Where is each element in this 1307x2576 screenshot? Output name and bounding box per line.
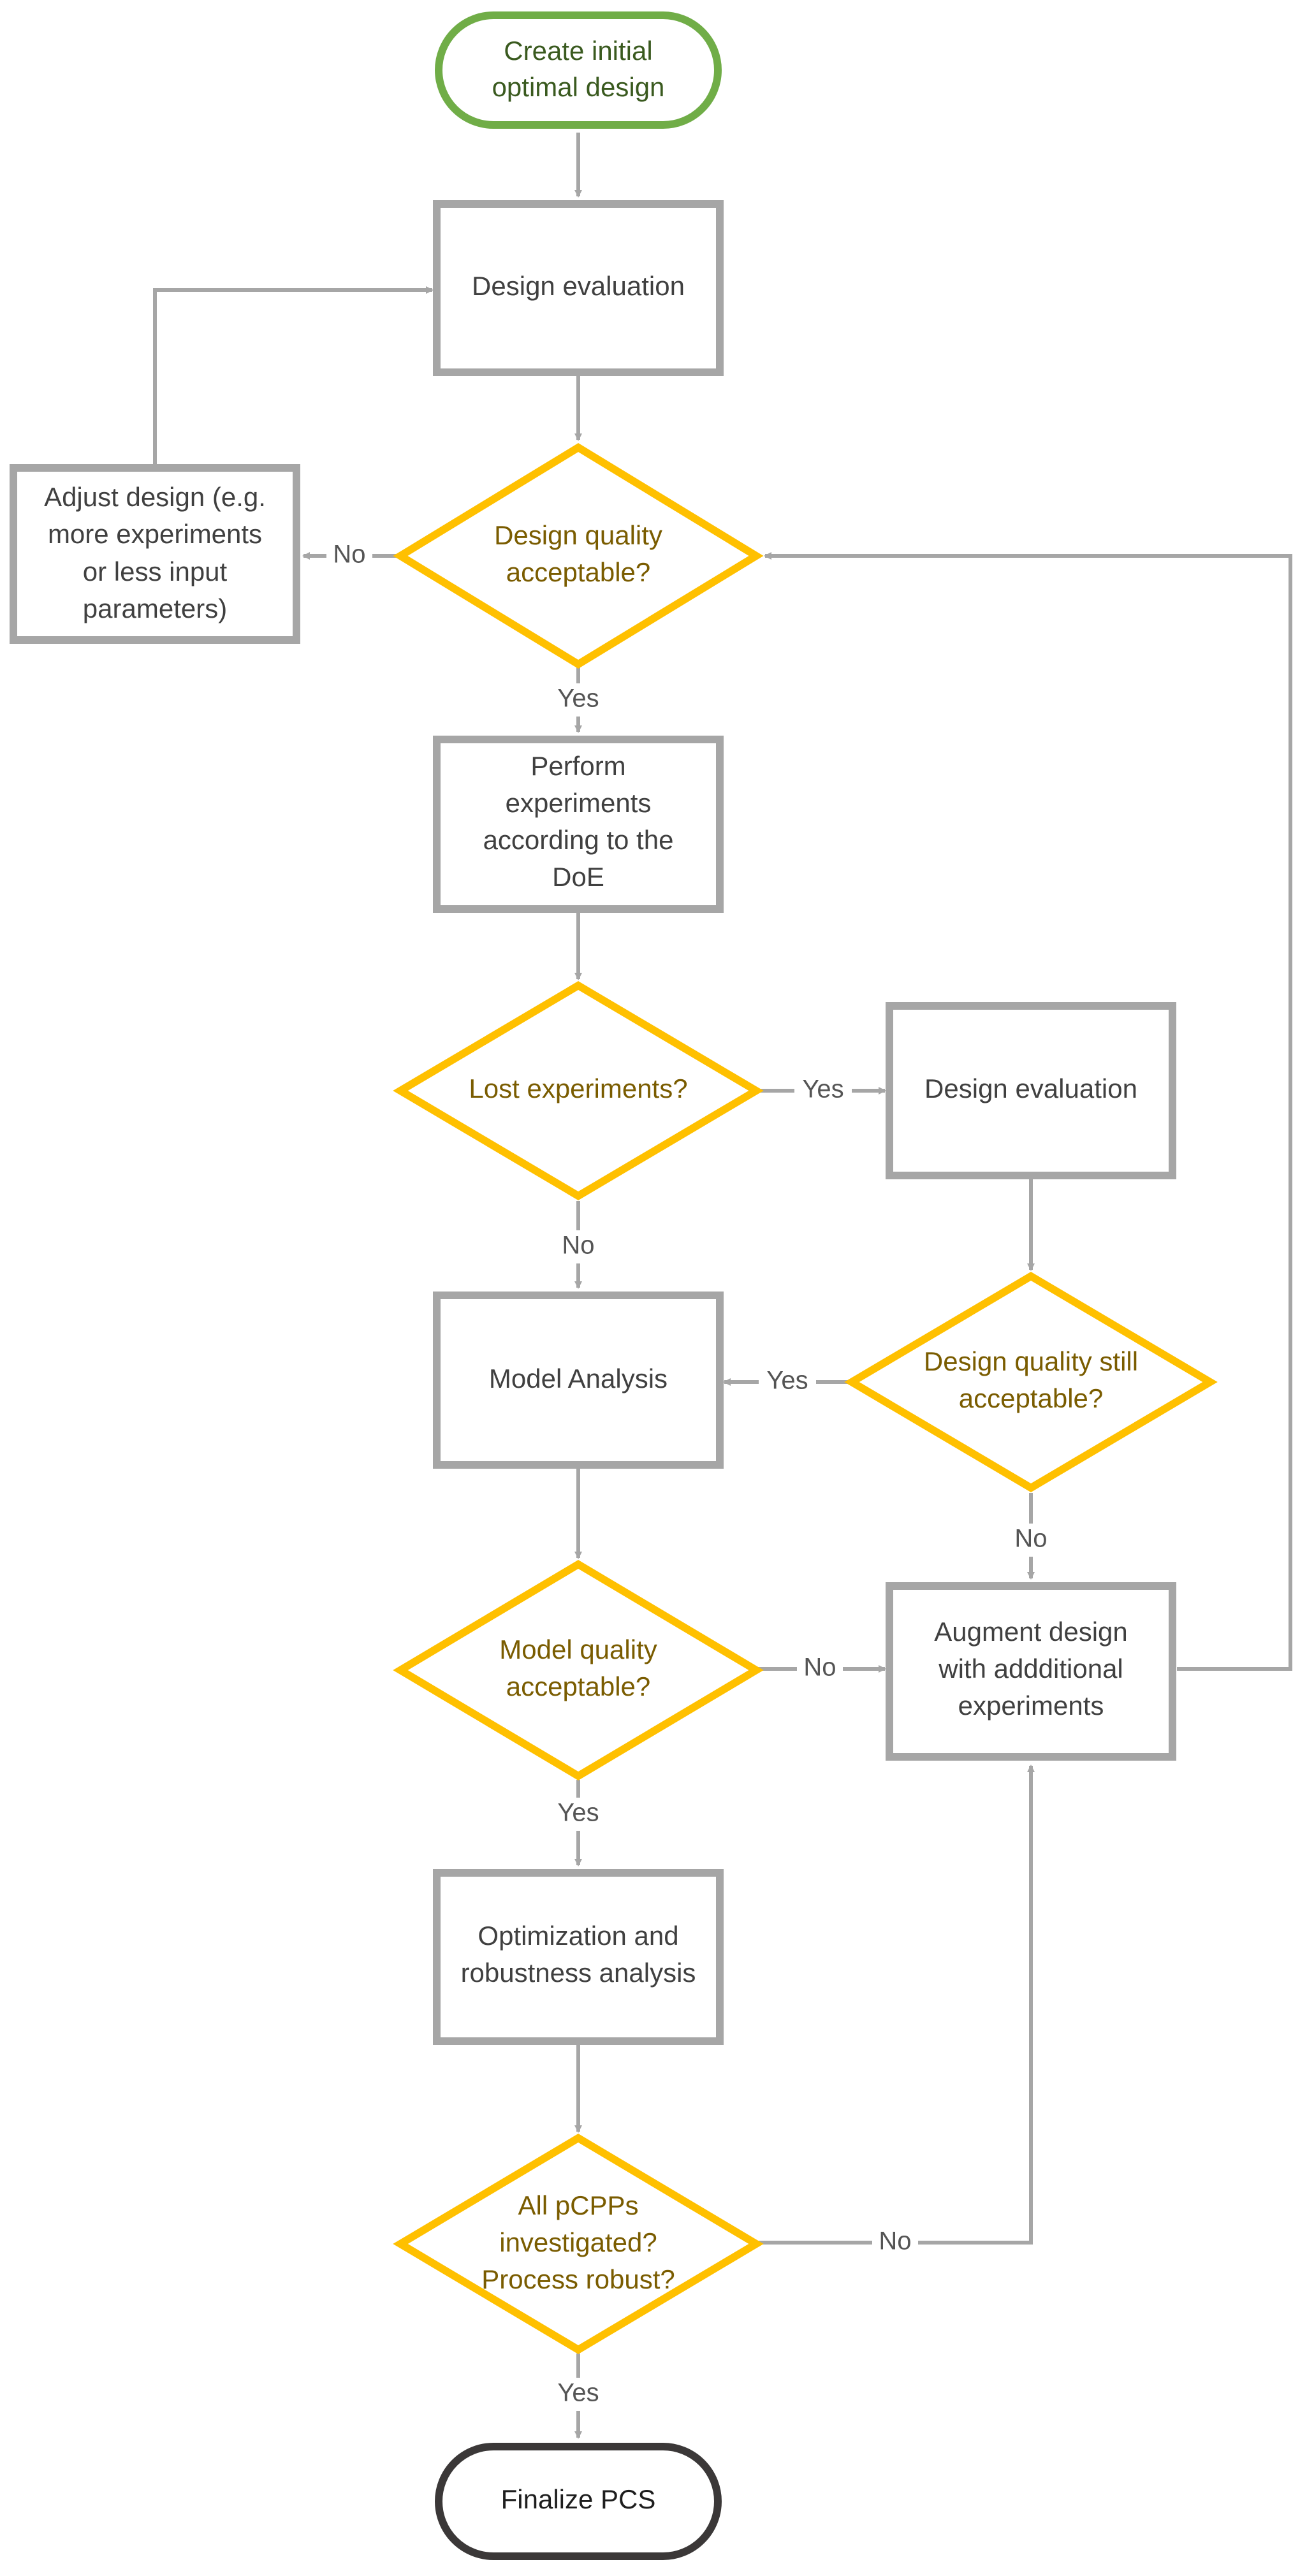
start-line-1: Create initial bbox=[504, 36, 652, 66]
modelq-line-1: Model quality bbox=[499, 1634, 657, 1664]
quality2-line-1: Design quality still bbox=[924, 1346, 1138, 1376]
label-pcpp-yes: Yes bbox=[557, 2379, 599, 2407]
perform-line-2: experiments bbox=[506, 788, 652, 818]
pcpp-line-1: All pCPPs bbox=[518, 2190, 638, 2220]
optim-line-2: robustness analysis bbox=[461, 1958, 696, 1988]
eval2-line-1: Design evaluation bbox=[924, 1073, 1137, 1103]
augment-line-1: Augment design bbox=[934, 1617, 1128, 1647]
label-modelq-no: No bbox=[803, 1654, 836, 1682]
adjust-line-1: Adjust design (e.g. bbox=[44, 482, 266, 512]
adjust-line-3: or less input bbox=[83, 557, 228, 586]
edge-labels: No Yes Yes No Yes No No Yes No Yes bbox=[326, 539, 1054, 2411]
edge-augment-quality1 bbox=[764, 552, 1292, 1671]
decision-design-quality: Design quality acceptable? bbox=[393, 442, 764, 669]
node-finalize-pcs: Finalize PCS bbox=[435, 2443, 722, 2560]
node-perform-experiments: Perform experiments according to the DoE bbox=[433, 736, 724, 913]
edge-pcpp-augment bbox=[756, 1765, 1035, 2245]
optim-line-1: Optimization and bbox=[478, 1921, 678, 1951]
perform-line-4: DoE bbox=[552, 862, 604, 892]
decision-design-quality-still: Design quality still acceptable? bbox=[844, 1272, 1218, 1492]
connectors bbox=[153, 133, 1292, 2439]
label-quality2-yes: Yes bbox=[766, 1367, 808, 1395]
augment-line-3: experiments bbox=[958, 1691, 1104, 1721]
adjust-line-2: more experiments bbox=[48, 519, 262, 549]
pcpp-line-2: investigated? bbox=[499, 2227, 657, 2257]
node-design-evaluation-1: Design evaluation bbox=[433, 200, 724, 376]
decision-lost-experiments: Lost experiments? bbox=[393, 981, 764, 1200]
perform-line-1: Perform bbox=[530, 751, 625, 781]
node-optimization-robustness: Optimization and robustness analysis bbox=[433, 1869, 724, 2045]
augment-line-2: with addditional bbox=[938, 1654, 1123, 1684]
quality1-line-2: acceptable? bbox=[506, 557, 651, 587]
node-design-evaluation-2: Design evaluation bbox=[886, 1002, 1176, 1179]
adjust-line-4: parameters) bbox=[83, 593, 227, 623]
label-pcpp-no: No bbox=[879, 2227, 911, 2255]
node-start: Create initial optimal design bbox=[435, 11, 722, 129]
label-quality1-no: No bbox=[333, 541, 365, 569]
final-line-1: Finalize PCS bbox=[501, 2484, 656, 2514]
decision-model-quality: Model quality acceptable? bbox=[393, 1560, 764, 1780]
label-quality2-no: No bbox=[1014, 1525, 1047, 1553]
eval1-line-1: Design evaluation bbox=[472, 271, 685, 301]
perform-line-3: according to the bbox=[483, 825, 674, 855]
model-line-1: Model Analysis bbox=[489, 1364, 668, 1394]
label-modelq-yes: Yes bbox=[557, 1799, 599, 1827]
label-lost-yes: Yes bbox=[802, 1075, 843, 1103]
pcpp-line-3: Process robust? bbox=[481, 2264, 675, 2294]
node-adjust-design: Adjust design (e.g. more experiments or … bbox=[10, 464, 300, 644]
quality2-line-2: acceptable? bbox=[959, 1383, 1104, 1413]
modelq-line-2: acceptable? bbox=[506, 1671, 651, 1701]
node-model-analysis: Model Analysis bbox=[433, 1292, 724, 1469]
label-lost-no: No bbox=[562, 1232, 594, 1260]
lost-line-1: Lost experiments? bbox=[469, 1073, 687, 1103]
quality1-line-1: Design quality bbox=[494, 520, 662, 550]
label-quality1-yes: Yes bbox=[557, 685, 599, 713]
node-augment-design: Augment design with addditional experime… bbox=[886, 1582, 1176, 1761]
start-line-2: optimal design bbox=[492, 72, 665, 102]
edge-adjust-eval1 bbox=[153, 286, 434, 464]
decision-pcpps-investigated: All pCPPs investigated? Process robust? bbox=[393, 2134, 764, 2354]
